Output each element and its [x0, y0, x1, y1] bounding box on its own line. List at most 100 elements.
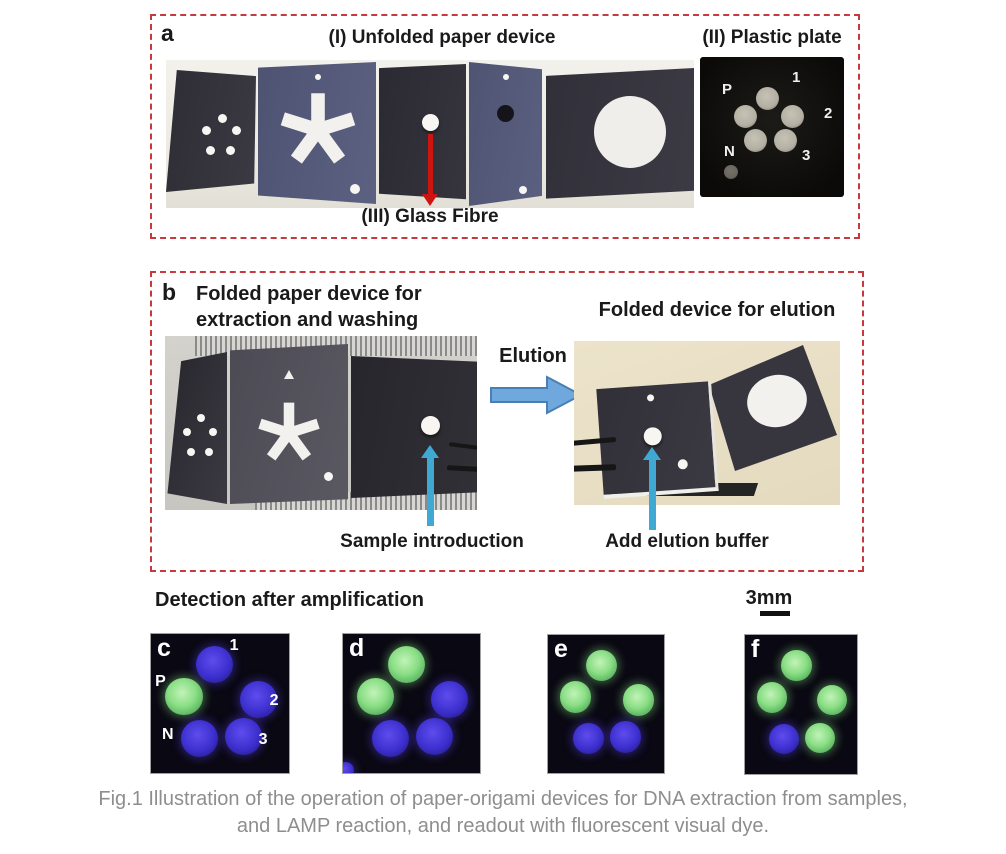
- paper-dot: [206, 146, 215, 155]
- folded-extraction-photo: [165, 336, 477, 510]
- plate-well-1: [756, 87, 779, 110]
- panel-b-title-left: Folded paper device for extraction and w…: [196, 281, 422, 333]
- well-dot-green: [817, 685, 848, 716]
- scale-bar-label: 3mm: [745, 587, 793, 609]
- paper-dot: [202, 126, 211, 135]
- elution-label: Elution: [499, 345, 567, 367]
- add-elution-buffer-label: Add elution buffer: [605, 531, 769, 552]
- paper-dot: [205, 448, 213, 456]
- panel-a-letter: a: [161, 20, 174, 46]
- glass-fibre-label: (III) Glass Fibre: [361, 206, 499, 227]
- well-dot-green: [756, 682, 787, 713]
- plate-label-3: 3: [802, 147, 811, 164]
- caption-line1: Fig.1 Illustration of the operation of p…: [98, 788, 908, 810]
- paper-panel-glassfibre: [379, 64, 466, 200]
- paper-dot: [197, 414, 205, 422]
- paper-dot: [209, 428, 217, 436]
- paper-triangle-mark: [284, 370, 294, 379]
- panel-letter: d: [349, 634, 365, 662]
- plate-label-n: N: [724, 143, 735, 160]
- panel-a-title-plate: (II) Plastic plate: [702, 27, 842, 48]
- detection-title: Detection after amplification: [155, 589, 424, 611]
- caption-line2: and LAMP reaction, and readout with fluo…: [236, 815, 770, 837]
- panel-a-box: a (I) Unfolded paper device (II) Plastic…: [150, 14, 860, 239]
- well-dot-blue: [240, 680, 278, 718]
- paper-dot: [187, 448, 195, 456]
- well-dot-blue: [224, 718, 263, 756]
- panel-b-letter: b: [162, 279, 177, 305]
- well-dot-blue: [572, 722, 605, 755]
- paper-dot: [646, 394, 655, 402]
- paper-dot: [519, 186, 527, 194]
- well-dot-green: [165, 677, 203, 716]
- well-label-3: 3: [258, 731, 268, 749]
- well-dot-green: [357, 678, 395, 716]
- panel-letter: c: [157, 634, 171, 662]
- well-label-1: 1: [229, 636, 239, 654]
- buffer-pointer-arrow-icon: [643, 447, 661, 530]
- plate-well-n: [744, 129, 767, 152]
- panel-letter: e: [554, 635, 568, 663]
- elution-flap: [709, 345, 837, 471]
- paper-panel-star: [258, 62, 376, 204]
- paper-dot: [677, 458, 689, 470]
- paper-panel-dots: [166, 70, 256, 192]
- scale-bar: [760, 611, 790, 616]
- panel-b-box: b Folded paper device for extraction and…: [150, 271, 864, 572]
- glass-fibre-disc: [422, 114, 439, 131]
- well-dot-blue: [610, 721, 642, 753]
- paper-dot: [218, 114, 227, 123]
- sample-disc: [421, 416, 440, 435]
- folded-elution-photo: [574, 341, 840, 505]
- well-dot-green: [560, 681, 592, 713]
- plate-well-3: [774, 129, 797, 152]
- panel-b-title-right: Folded device for elution: [598, 299, 836, 321]
- folded-panel-sample: [351, 356, 477, 498]
- folded-panel-dots: [167, 352, 227, 504]
- paper-panel-hole: [469, 62, 542, 206]
- elution-circle: [594, 96, 666, 168]
- paper-dot: [226, 146, 235, 155]
- plate-label-1: 1: [792, 69, 801, 86]
- panel-b-title-left-line1: Folded paper device for: [196, 283, 422, 305]
- plate-well-p: [734, 105, 757, 128]
- well-dot-blue: [769, 724, 800, 755]
- paper-dot: [503, 74, 509, 80]
- well-dot-blue: [431, 680, 469, 718]
- well-dot-green: [622, 684, 655, 716]
- paper-dot: [315, 74, 321, 80]
- unfolded-device-photo: [166, 60, 694, 208]
- panel-letter: f: [751, 635, 760, 663]
- well-dot-green: [387, 646, 425, 684]
- figure-caption: Fig.1 Illustration of the operation of p…: [0, 786, 1006, 840]
- well-label-N: N: [162, 725, 174, 743]
- panel-b-title-left-line2: extraction and washing: [196, 309, 419, 331]
- well-label-P: P: [155, 672, 166, 690]
- well-dot-blue: [180, 719, 218, 757]
- sample-pointer-arrow-icon: [421, 445, 439, 526]
- elution-disc: [643, 426, 663, 446]
- panel-a-title-unfolded: (I) Unfolded paper device: [328, 27, 556, 48]
- plate-label-2: 2: [824, 105, 833, 122]
- paper-dot: [350, 184, 360, 194]
- folded-panel-star: [230, 344, 348, 504]
- paper-hole: [497, 105, 514, 122]
- plastic-plate-photo: P 1 2 N 3: [700, 57, 844, 197]
- detection-panel-d: d: [342, 633, 481, 774]
- elution-arrow-icon: [490, 375, 584, 415]
- well-dot-partial: [343, 761, 354, 773]
- detection-panel-e: e: [547, 634, 665, 774]
- well-dot-blue: [372, 719, 410, 757]
- paper-dot: [183, 428, 191, 436]
- well-label-2: 2: [269, 692, 279, 710]
- well-dot-blue: [416, 718, 454, 756]
- plate-label-p: P: [722, 81, 733, 98]
- well-dot-green: [585, 649, 617, 681]
- paper-dot: [232, 126, 241, 135]
- well-dot-blue: [195, 645, 234, 684]
- plate-well-extra: [724, 165, 738, 179]
- star-cutout: [280, 93, 356, 164]
- paper-panel-circle: [546, 68, 694, 199]
